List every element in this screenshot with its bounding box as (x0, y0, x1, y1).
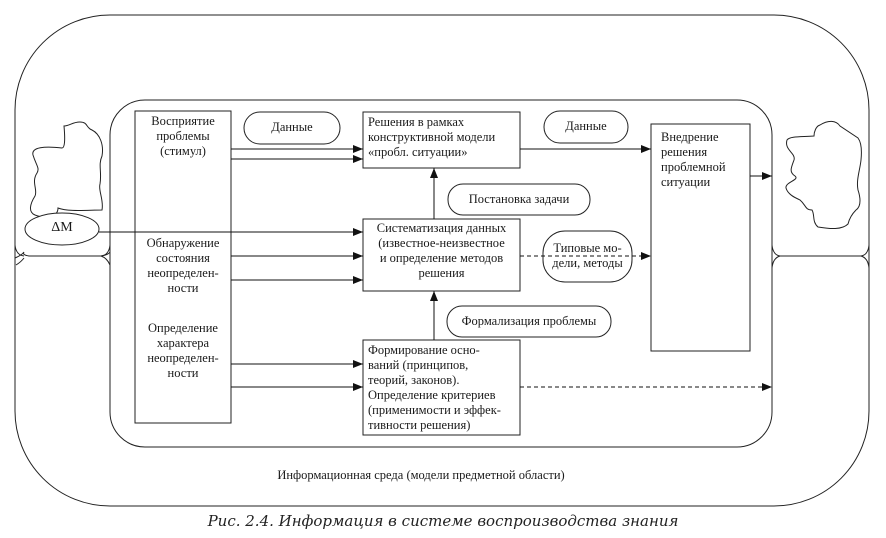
implementation-line-4: ситуации (661, 175, 711, 189)
implementation-label: Внедрение решения проблемной ситуации (661, 130, 749, 190)
foundations-line-4: Определение критериев (368, 388, 496, 402)
definition-line-1: Определение (148, 321, 218, 335)
implementation-line-3: проблемной (661, 160, 726, 174)
systematization-line-3: и определение методов (379, 251, 504, 265)
formalization-label: Формализация проблемы (461, 314, 597, 328)
data-left-oval (243, 111, 341, 145)
implementation-line-1: Внедрение (661, 130, 719, 144)
task-setting-label: Постановка задачи (468, 192, 570, 206)
typical-models-line-1: Типовые мо- (553, 241, 622, 255)
delta-m-label: ΔM (51, 220, 73, 235)
detection-line-4: ности (167, 281, 199, 295)
perception-line-3: (стимул) (160, 144, 206, 158)
solutions-line-2: конструктивной модели (368, 130, 496, 144)
perception-line-2: проблемы (156, 129, 210, 143)
data-left-label: Данные (271, 120, 313, 134)
foundations-label: Формирование осно- ваний (принципов, тео… (368, 343, 518, 433)
foundations-line-6: тивности решения) (368, 418, 471, 432)
detection-line-2: состояния (156, 251, 210, 265)
systematization-line-2: (известное-неизвестное (378, 236, 505, 250)
inner-system-frame (109, 99, 773, 448)
left-channel-divider (14, 251, 111, 266)
left-problem-cloud (30, 121, 103, 218)
systematization-line-1: Систематизация данных (376, 221, 507, 235)
foundations-line-1: Формирование осно- (368, 343, 480, 357)
right-channel-divider (771, 244, 870, 269)
typical-models-line-2: дели, методы (552, 256, 623, 270)
definition-line-4: ности (167, 366, 199, 380)
right-problem-cloud (785, 120, 862, 230)
definition-line-3: неопределен- (147, 351, 219, 365)
foundations-line-2: ваний (принципов, (368, 358, 469, 372)
typical-models-label: Типовые мо- дели, методы (543, 241, 632, 271)
foundations-line-5: (применимости и эффек- (368, 403, 501, 417)
detection-line-1: Обнаружение (146, 236, 220, 250)
detection-label: Обнаружение состояния неопределен- ности (135, 236, 231, 296)
perception-line-1: Восприятие (151, 114, 215, 128)
formalization-oval (446, 305, 612, 338)
data-right-oval (543, 110, 629, 144)
solutions-line-3: «пробл. ситуации» (368, 145, 468, 159)
outer-environment-frame (14, 14, 870, 507)
foundations-line-3: теорий, законов). (368, 373, 460, 387)
systematization-box (362, 218, 521, 292)
systematization-line-4: решения (418, 266, 465, 280)
definition-line-2: характера (156, 336, 210, 350)
foundations-box (362, 339, 521, 436)
data-right-label: Данные (565, 119, 607, 133)
delta-m-ellipse (24, 212, 100, 246)
systematization-label: Систематизация данных (известное-неизвес… (364, 221, 519, 281)
task-setting-oval (447, 183, 591, 216)
perception-label: Восприятие проблемы (стимул) (135, 114, 231, 159)
environment-label: Информационная среда (модели предметной … (277, 468, 565, 482)
solutions-line-1: Решения в рамках (368, 115, 465, 129)
left-upper-lobe (14, 244, 111, 257)
solutions-label: Решения в рамках конструктивной модели «… (368, 115, 518, 160)
definition-label: Определение характера неопределен- ности (135, 321, 231, 381)
implementation-line-2: решения (661, 145, 708, 159)
solutions-box (362, 111, 521, 169)
implementation-box (650, 123, 751, 352)
figure-caption: Рис. 2.4. Информация в системе воспроизв… (207, 512, 679, 530)
left-column-box (134, 110, 232, 424)
detection-line-3: неопределен- (147, 266, 219, 280)
